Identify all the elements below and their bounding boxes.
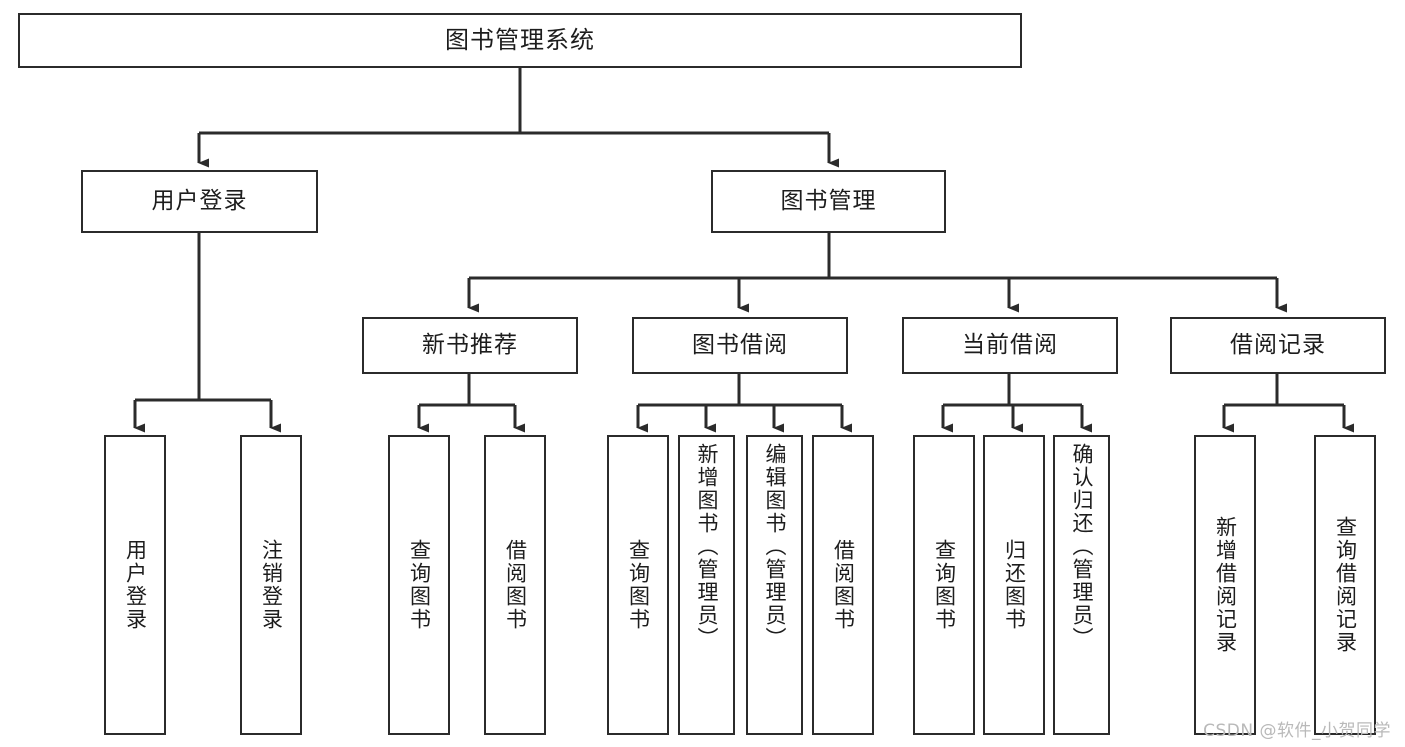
node-book-borrow[interactable]: 图书借阅 bbox=[632, 317, 848, 374]
node-leaf-user-login[interactable]: 用户登录 bbox=[104, 435, 166, 735]
node-leaf-borrow-book-2[interactable]: 借阅图书 bbox=[812, 435, 874, 735]
node-leaf-query-record[interactable]: 查询借阅记录 bbox=[1314, 435, 1376, 735]
node-label: 编辑图书（管理员） bbox=[762, 443, 787, 650]
node-label: 图书管理系统 bbox=[445, 26, 595, 55]
node-label: 借阅图书 bbox=[503, 539, 528, 631]
node-leaf-borrow-book-1[interactable]: 借阅图书 bbox=[484, 435, 546, 735]
node-leaf-edit-book[interactable]: 编辑图书（管理员） bbox=[746, 435, 803, 735]
node-label: 当前借阅 bbox=[962, 331, 1058, 358]
node-label: 注销登录 bbox=[259, 539, 284, 631]
csdn-watermark: CSDN @软件_小贺同学 bbox=[1203, 721, 1391, 741]
node-label: 新增图书（管理员） bbox=[694, 443, 719, 650]
node-leaf-add-record[interactable]: 新增借阅记录 bbox=[1194, 435, 1256, 735]
node-label: 图书管理 bbox=[780, 187, 877, 214]
node-label: 归还图书 bbox=[1002, 539, 1027, 631]
node-label: 确认归还（管理员） bbox=[1069, 443, 1094, 650]
node-label: 用户登录 bbox=[123, 539, 148, 631]
node-label: 新增借阅记录 bbox=[1213, 516, 1238, 654]
node-leaf-confirm-return[interactable]: 确认归还（管理员） bbox=[1053, 435, 1110, 735]
node-label: 查询图书 bbox=[932, 539, 957, 631]
node-new-book-recommend[interactable]: 新书推荐 bbox=[362, 317, 578, 374]
node-label: 借阅记录 bbox=[1230, 331, 1326, 358]
node-label: 查询图书 bbox=[626, 539, 651, 631]
node-label: 图书借阅 bbox=[692, 331, 788, 358]
node-label: 新书推荐 bbox=[422, 331, 518, 358]
node-leaf-add-book[interactable]: 新增图书（管理员） bbox=[678, 435, 735, 735]
node-leaf-query-book-3[interactable]: 查询图书 bbox=[913, 435, 975, 735]
node-book-manage[interactable]: 图书管理 bbox=[711, 170, 946, 233]
node-current-borrow[interactable]: 当前借阅 bbox=[902, 317, 1118, 374]
node-borrow-record[interactable]: 借阅记录 bbox=[1170, 317, 1386, 374]
node-leaf-query-book-2[interactable]: 查询图书 bbox=[607, 435, 669, 735]
node-label: 用户登录 bbox=[151, 187, 248, 214]
node-leaf-query-book-1[interactable]: 查询图书 bbox=[388, 435, 450, 735]
node-leaf-logout-login[interactable]: 注销登录 bbox=[240, 435, 302, 735]
node-user-login[interactable]: 用户登录 bbox=[81, 170, 318, 233]
node-root-book-management-system[interactable]: 图书管理系统 bbox=[18, 13, 1022, 68]
node-leaf-return-book[interactable]: 归还图书 bbox=[983, 435, 1045, 735]
node-label: 查询图书 bbox=[407, 539, 432, 631]
node-label: 查询借阅记录 bbox=[1333, 516, 1358, 654]
node-label: 借阅图书 bbox=[831, 539, 856, 631]
